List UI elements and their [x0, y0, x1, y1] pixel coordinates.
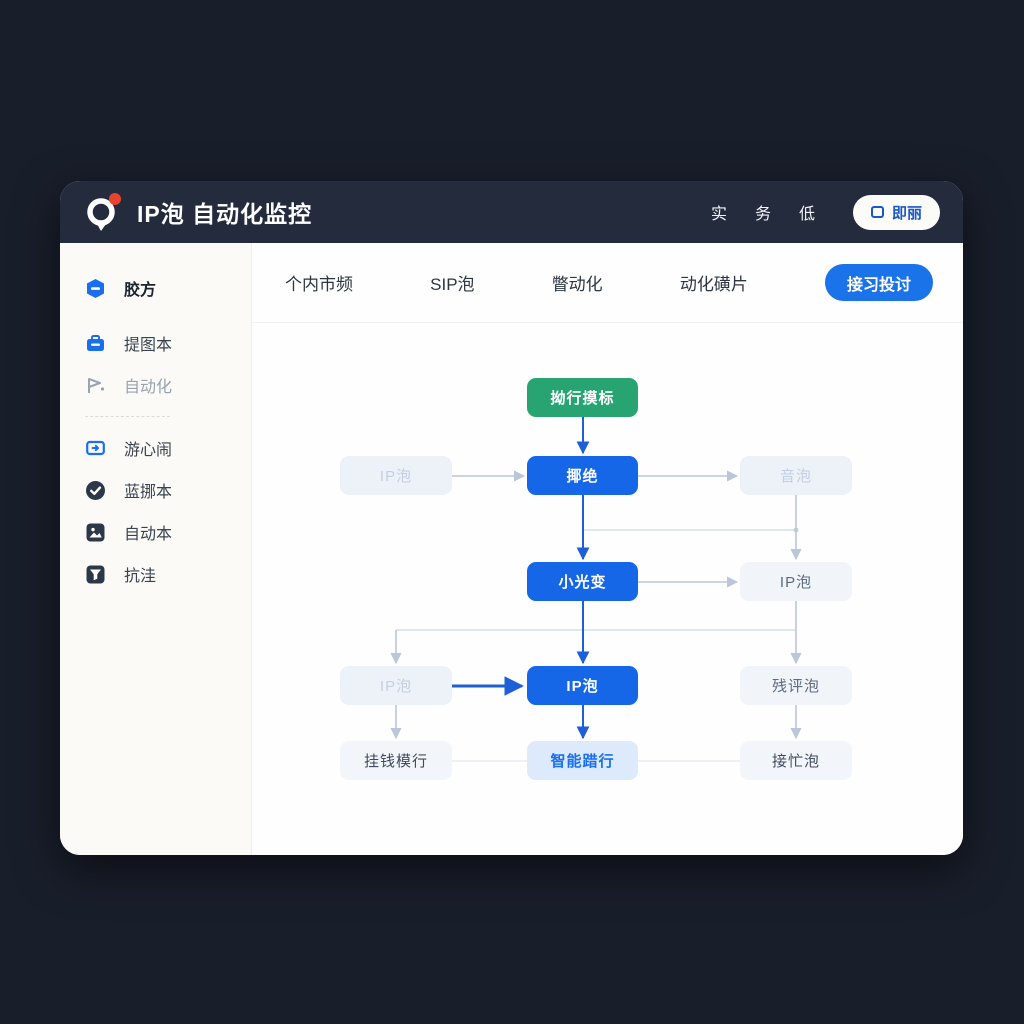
- app-header: IP泡 自动化监控 实 务 低 即丽: [60, 181, 963, 243]
- node-ip-pool-center[interactable]: IP泡: [527, 666, 638, 705]
- tab-2[interactable]: SIP泡: [430, 275, 475, 294]
- sidebar-item-3[interactable]: 自动化: [60, 364, 251, 406]
- app-window: IP泡 自动化监控 实 务 低 即丽 胶方: [60, 181, 963, 855]
- sidebar-item-label: 自动本: [124, 526, 173, 543]
- image-icon: [85, 522, 106, 543]
- tab-4[interactable]: 动化磺片: [679, 275, 748, 294]
- filter-icon: [85, 564, 106, 585]
- tab-3[interactable]: 瞥动化: [551, 275, 603, 294]
- nav-link-1[interactable]: 实: [710, 206, 727, 223]
- node-ip-pool-left-4[interactable]: IP泡: [340, 666, 452, 705]
- node-audio-pool[interactable]: 音泡: [740, 456, 852, 495]
- flowchart: 拗行摸标 IP泡 揶绝 音泡 小光变 IP泡 IP泡 IP泡 残评泡 挂钱模行 …: [252, 243, 963, 855]
- node-review-pool[interactable]: 残评泡: [740, 666, 852, 705]
- header-action-button[interactable]: 即丽: [852, 194, 940, 230]
- sidebar-item-label: 自动化: [124, 379, 173, 396]
- nav-link-2[interactable]: 务: [754, 206, 771, 223]
- tab-1[interactable]: 个内市频: [285, 275, 353, 294]
- check-circle-icon: [85, 480, 106, 501]
- sidebar-divider: [85, 416, 170, 417]
- sidebar-item-2[interactable]: 提图本: [60, 322, 251, 364]
- tab-bar: 个内市频 SIP泡 瞥动化 动化磺片 接习投讨: [252, 243, 963, 323]
- sidebar-item-label: 游心闹: [124, 442, 173, 459]
- node-center-3[interactable]: 小光变: [527, 562, 638, 601]
- node-ip-pool-left-2[interactable]: IP泡: [340, 456, 452, 495]
- sidebar-item-label: 抗洼: [124, 568, 157, 585]
- sidebar-item-4[interactable]: 游心闹: [60, 427, 251, 469]
- main-content: 个内市频 SIP泡 瞥动化 动化磺片 接习投讨: [252, 243, 963, 855]
- square-icon: [870, 206, 884, 218]
- node-ip-pool-right-3[interactable]: IP泡: [740, 562, 852, 601]
- node-smart-exec[interactable]: 智能踖行: [527, 741, 638, 780]
- flag-icon: [85, 375, 106, 396]
- briefcase-icon: [85, 333, 106, 354]
- header-action-label: 即丽: [891, 204, 922, 222]
- sidebar-item-label: 提图本: [124, 337, 173, 354]
- sidebar-item-6[interactable]: 自动本: [60, 511, 251, 553]
- node-start[interactable]: 拗行摸标: [527, 378, 638, 417]
- node-bottom-right[interactable]: 接忙泡: [740, 741, 852, 780]
- app-logo-icon: [87, 193, 121, 231]
- monitor-icon: [85, 438, 106, 459]
- nav-link-3[interactable]: 低: [798, 206, 815, 223]
- page-title: IP泡 自动化监控: [137, 201, 313, 227]
- node-bottom-left[interactable]: 挂钱模行: [340, 741, 452, 780]
- tab-primary-button[interactable]: 接习投讨: [824, 264, 933, 301]
- node-reject[interactable]: 揶绝: [527, 456, 638, 495]
- sidebar-item-label: 蓝挪本: [124, 484, 173, 501]
- header-nav: 实 务 低: [711, 200, 815, 224]
- flowchart-edges: [390, 417, 802, 762]
- sidebar-item-1[interactable]: 胶方: [60, 267, 251, 309]
- sidebar: 胶方 提图本 自动化: [60, 243, 252, 855]
- box-icon: [85, 278, 106, 299]
- sidebar-item-5[interactable]: 蓝挪本: [60, 469, 251, 511]
- sidebar-item-label: 胶方: [124, 282, 157, 299]
- sidebar-item-7[interactable]: 抗洼: [60, 553, 251, 595]
